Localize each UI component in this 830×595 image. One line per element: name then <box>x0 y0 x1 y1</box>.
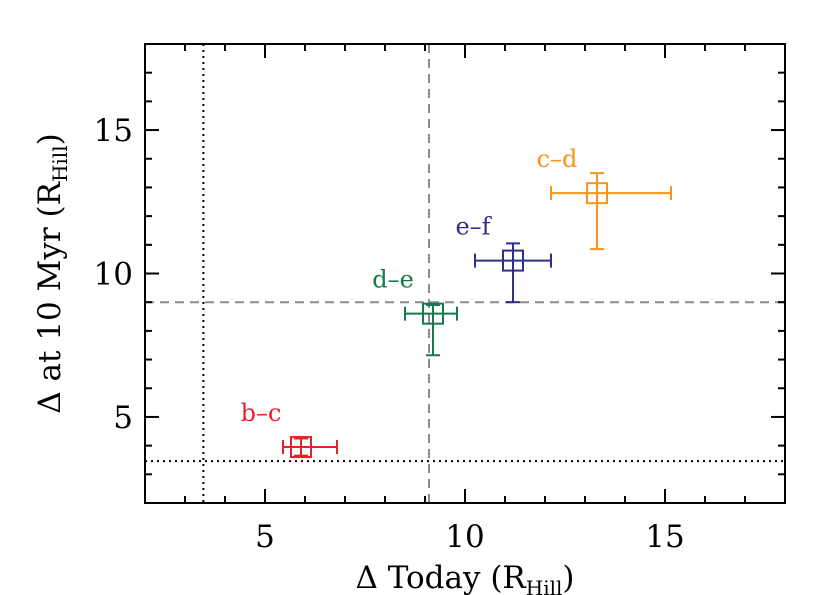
x-tick-label: 5 <box>255 519 275 555</box>
x-tick-labels: 5 10 15 <box>255 519 685 555</box>
y-tick-labels: 5 10 15 <box>94 113 133 436</box>
data-points: b–c d–e e–f c–d <box>241 145 672 459</box>
axis-ticks <box>145 44 785 503</box>
point-marker <box>422 302 444 325</box>
point-marker <box>586 182 608 205</box>
point-label: b–c <box>241 399 282 427</box>
point-label: c–d <box>537 145 578 173</box>
x-axis-title: Δ Today (RHill) <box>355 560 574 595</box>
point-marker <box>502 249 524 272</box>
point-marker <box>290 436 312 459</box>
data-point-e–f: e–f <box>455 213 552 304</box>
x-tick-label: 10 <box>445 519 484 555</box>
point-label: d–e <box>372 266 414 294</box>
y-axis-title: Δ at 10 Myr (RHill) <box>32 133 72 413</box>
data-point-b–c: b–c <box>241 399 338 459</box>
data-point-d–e: d–e <box>372 266 458 357</box>
reference-lines <box>145 44 785 503</box>
data-point-c–d: c–d <box>537 145 672 251</box>
y-tick-label: 15 <box>94 113 133 149</box>
y-tick-label: 10 <box>94 257 133 293</box>
y-tick-label: 5 <box>113 400 133 436</box>
x-tick-label: 15 <box>645 519 684 555</box>
point-label: e–f <box>455 213 492 241</box>
plot-frame <box>144 43 786 504</box>
